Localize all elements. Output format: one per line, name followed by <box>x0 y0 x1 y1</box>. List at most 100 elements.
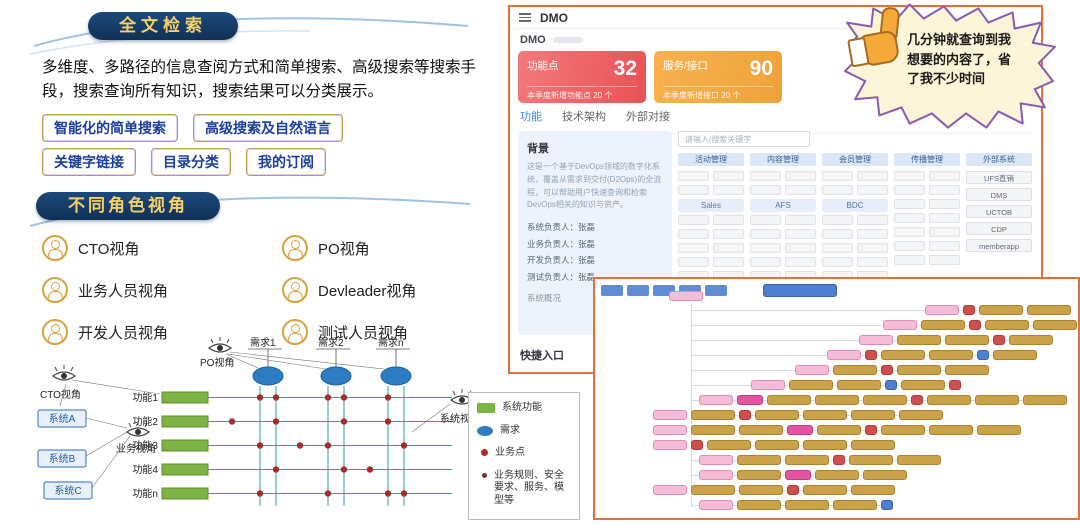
flow-node[interactable] <box>787 425 813 435</box>
flow-node[interactable] <box>945 335 989 345</box>
flow-node[interactable] <box>815 395 859 405</box>
feature-chip[interactable] <box>750 215 781 225</box>
flow-node[interactable] <box>751 380 785 390</box>
feature-chip[interactable] <box>713 243 744 253</box>
flow-node[interactable] <box>653 485 687 495</box>
feature-chip[interactable] <box>785 229 816 239</box>
feature-chip[interactable] <box>929 185 960 195</box>
flow-node[interactable] <box>969 320 981 330</box>
flow-node[interactable] <box>833 365 877 375</box>
flow-node[interactable] <box>737 500 781 510</box>
feature-chip[interactable] <box>929 255 960 265</box>
flow-node[interactable] <box>945 365 989 375</box>
flow-node[interactable] <box>885 380 897 390</box>
flow-node[interactable] <box>863 470 907 480</box>
feature-chip[interactable] <box>678 229 709 239</box>
flow-node[interactable] <box>1033 320 1077 330</box>
flow-node[interactable] <box>849 455 893 465</box>
flow-node[interactable] <box>1009 335 1053 345</box>
flow-node[interactable] <box>699 500 733 510</box>
flow-node[interactable] <box>897 365 941 375</box>
feature-chip[interactable] <box>785 257 816 267</box>
toolbar-chip[interactable] <box>601 285 623 296</box>
flow-node[interactable] <box>827 350 861 360</box>
flow-node[interactable] <box>977 425 1021 435</box>
flow-node[interactable] <box>653 440 687 450</box>
feature-chip[interactable] <box>785 185 816 195</box>
flow-node[interactable] <box>881 350 925 360</box>
flow-node[interactable] <box>699 455 733 465</box>
toolbar-chip[interactable] <box>705 285 727 296</box>
feature-chip[interactable] <box>929 213 960 223</box>
flow-node[interactable] <box>865 425 877 435</box>
flow-node[interactable] <box>979 305 1023 315</box>
flow-node[interactable] <box>833 500 877 510</box>
flow-node[interactable] <box>653 425 687 435</box>
flow-node[interactable] <box>881 365 893 375</box>
feature-chip[interactable] <box>713 215 744 225</box>
feature-chip[interactable] <box>785 171 816 181</box>
feature-chip[interactable] <box>713 229 744 239</box>
feature-chip[interactable] <box>678 243 709 253</box>
flow-node[interactable] <box>739 425 783 435</box>
external-system-chip[interactable]: DMS <box>966 188 1032 201</box>
flow-node[interactable] <box>851 485 895 495</box>
flow-node[interactable] <box>929 425 973 435</box>
flow-node[interactable] <box>815 470 859 480</box>
feature-chip[interactable] <box>678 185 709 195</box>
toolbar-chip[interactable] <box>679 285 701 296</box>
menu-icon[interactable] <box>519 13 531 22</box>
toolbar-chip[interactable] <box>653 285 675 296</box>
feature-chip[interactable] <box>750 243 781 253</box>
feature-chip[interactable] <box>750 229 781 239</box>
flow-node[interactable] <box>737 395 763 405</box>
flow-node[interactable] <box>669 291 703 301</box>
flow-node[interactable] <box>755 410 799 420</box>
feature-chip[interactable] <box>822 171 853 181</box>
feature-chip[interactable] <box>678 171 709 181</box>
feature-chip[interactable] <box>894 171 925 181</box>
flow-node[interactable] <box>737 470 781 480</box>
feature-chip[interactable] <box>894 199 925 209</box>
flow-node[interactable] <box>851 410 895 420</box>
flow-node[interactable] <box>803 440 847 450</box>
feature-chip[interactable] <box>822 185 853 195</box>
feature-chip[interactable] <box>822 215 853 225</box>
flow-node[interactable] <box>795 365 829 375</box>
tab-external[interactable]: 外部对接 <box>626 111 670 123</box>
flow-node[interactable] <box>921 320 965 330</box>
flow-node[interactable] <box>977 350 989 360</box>
feature-chip[interactable] <box>857 257 888 267</box>
feature-chip[interactable] <box>894 227 925 237</box>
feature-chip[interactable] <box>894 185 925 195</box>
flow-node[interactable] <box>691 485 735 495</box>
feature-chip[interactable] <box>929 241 960 251</box>
flow-node[interactable] <box>767 395 811 405</box>
external-system-chip[interactable]: memberapp <box>966 239 1032 252</box>
flow-node[interactable] <box>785 500 829 510</box>
external-system-chip[interactable]: UCTOB <box>966 205 1032 218</box>
feature-chip[interactable] <box>929 171 960 181</box>
flow-node[interactable] <box>863 395 907 405</box>
flow-node[interactable] <box>653 410 687 420</box>
flow-node[interactable] <box>803 485 847 495</box>
flow-node[interactable] <box>833 455 845 465</box>
flow-node[interactable] <box>851 440 895 450</box>
flow-node[interactable] <box>789 380 833 390</box>
feature-chip[interactable] <box>678 257 709 267</box>
flow-node[interactable] <box>929 350 973 360</box>
feature-chip[interactable] <box>929 199 960 209</box>
flow-node[interactable] <box>901 380 945 390</box>
flow-node[interactable] <box>925 305 959 315</box>
feature-chip[interactable] <box>894 241 925 251</box>
feature-chip[interactable] <box>750 257 781 267</box>
flow-node[interactable] <box>737 455 781 465</box>
feature-chip[interactable] <box>785 215 816 225</box>
external-system-chip[interactable]: UFS直销 <box>966 171 1032 184</box>
feature-chip[interactable] <box>713 171 744 181</box>
flow-node[interactable] <box>1027 305 1071 315</box>
flow-node[interactable] <box>993 350 1037 360</box>
external-system-chip[interactable]: CDP <box>966 222 1032 235</box>
flow-node[interactable] <box>707 440 751 450</box>
flow-node[interactable] <box>785 470 811 480</box>
